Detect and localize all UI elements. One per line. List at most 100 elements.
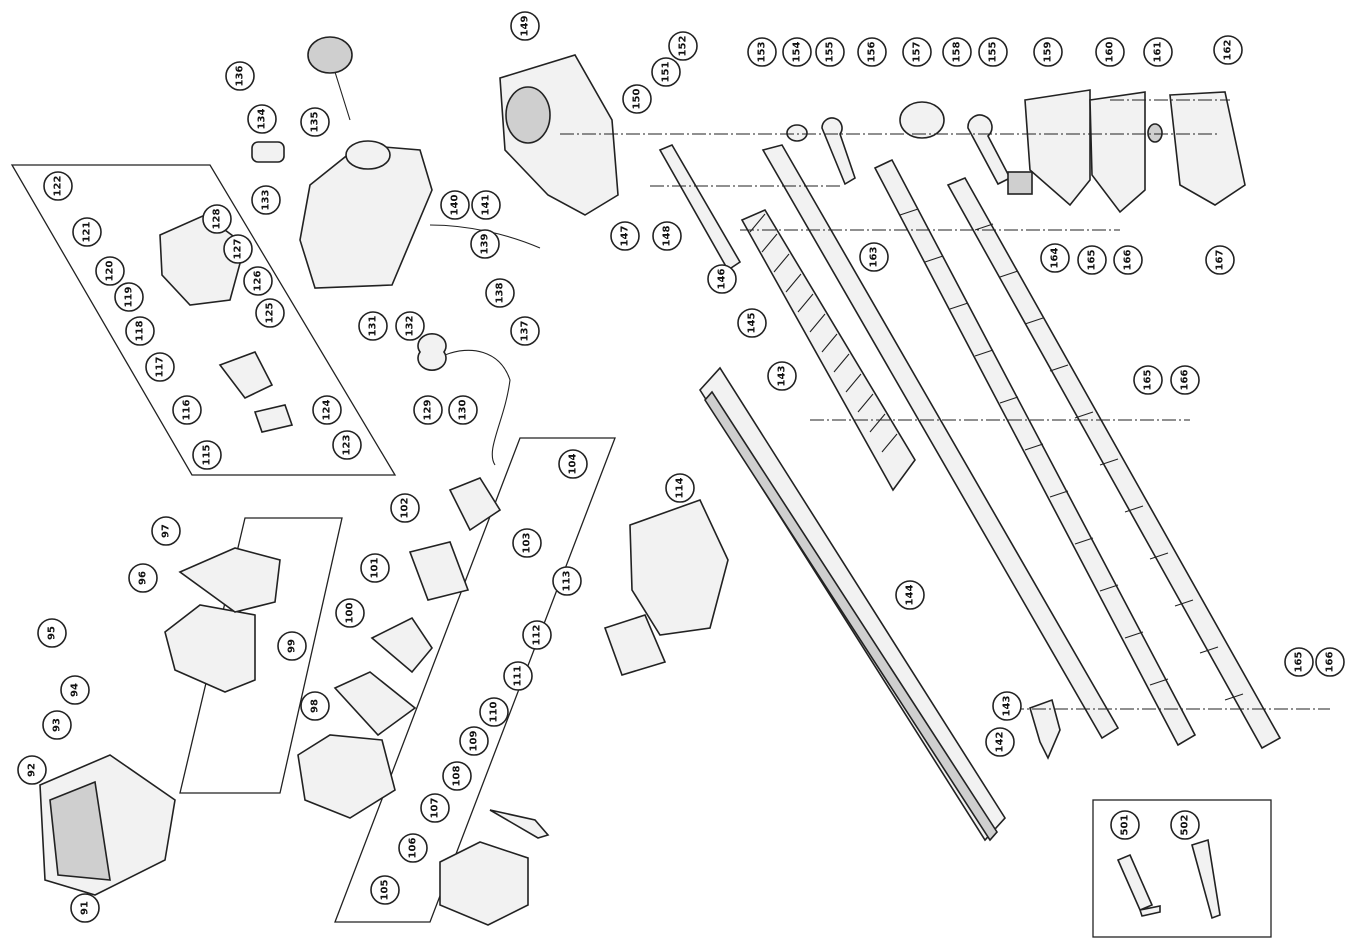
callout-balloon (72, 217, 102, 247)
callout-137: 137 (510, 316, 540, 346)
callout-140: 140 (440, 190, 470, 220)
callout-balloon (1170, 810, 1200, 840)
muffler-gasket-112 (603, 614, 667, 676)
callout-label: 154 (792, 42, 803, 63)
tool-kit (1116, 838, 1221, 920)
callout-balloon (151, 516, 181, 546)
callout-balloon (558, 449, 588, 479)
callout-balloon (857, 37, 887, 67)
callout-balloon (978, 37, 1008, 67)
callout-label: 96 (138, 571, 149, 585)
callout-balloon (42, 710, 72, 740)
callout-100: 100 (335, 598, 365, 628)
callout-balloon (300, 691, 330, 721)
callout-146: 146 (707, 264, 737, 294)
callout-96: 96 (128, 563, 158, 593)
callout-163: 163 (859, 242, 889, 272)
carburetor-bottom-124 (253, 404, 294, 433)
callout-balloon (335, 598, 365, 628)
callout-label: 97 (161, 524, 172, 538)
callout-139: 139 (470, 229, 500, 259)
callout-label: 143 (1002, 696, 1013, 717)
callout-label: 112 (532, 625, 543, 646)
callout-label: 113 (562, 571, 573, 592)
callout-balloon (992, 691, 1022, 721)
callout-balloon (1033, 37, 1063, 67)
callout-104: 104 (558, 449, 588, 479)
lower-blade-2 (946, 176, 1282, 750)
callout-balloon (225, 61, 255, 91)
callout-131: 131 (358, 311, 388, 341)
callout-502: 502 (1170, 810, 1200, 840)
callout-label: 123 (342, 435, 353, 456)
callout-148: 148 (652, 221, 682, 251)
callout-balloon (510, 316, 540, 346)
callout-balloon (668, 31, 698, 61)
upper-guide-rail (761, 144, 1120, 740)
callout-99: 99 (277, 631, 307, 661)
ignition-lead-130 (444, 349, 511, 466)
fuel-cap-136 (307, 36, 353, 74)
callout-balloon (665, 473, 695, 503)
callout-141: 141 (471, 190, 501, 220)
callout-label: 124 (322, 400, 333, 421)
callout-136: 136 (225, 61, 255, 91)
callout-501: 501 (1110, 810, 1140, 840)
callout-balloon (652, 221, 682, 251)
callout-label: 144 (905, 585, 916, 606)
callout-label: 153 (757, 42, 768, 63)
tool-kit-frame (1092, 799, 1272, 938)
axis-lines (560, 99, 1330, 710)
callout-balloon (332, 430, 362, 460)
callout-balloon (1095, 37, 1125, 67)
callout-155: 155 (815, 37, 845, 67)
callout-label: 167 (1215, 250, 1226, 271)
callout-label: 148 (662, 226, 673, 247)
callout-label: 152 (678, 36, 689, 57)
callout-label: 105 (380, 880, 391, 901)
callout-159: 159 (1033, 37, 1063, 67)
callout-117: 117 (145, 352, 175, 382)
callout-134: 134 (247, 104, 277, 134)
callout-label: 106 (408, 838, 419, 859)
spark-cap-129 (417, 333, 447, 371)
callout-label: 108 (452, 766, 463, 787)
callout-balloon (312, 395, 342, 425)
callout-balloon (370, 875, 400, 905)
callout-111: 111 (503, 661, 533, 691)
callout-balloon (223, 234, 253, 264)
callout-label: 103 (522, 533, 533, 554)
gear-case-bore (505, 86, 551, 144)
callout-balloon (459, 726, 489, 756)
callout-label: 110 (489, 702, 500, 723)
callout-balloon (470, 229, 500, 259)
cylinder-shroud-95 (164, 604, 256, 693)
callout-160: 160 (1095, 37, 1125, 67)
callout-balloon (358, 311, 388, 341)
callout-label: 95 (47, 626, 58, 640)
callout-label: 99 (287, 639, 298, 653)
callout-92: 92 (17, 755, 47, 785)
callout-label: 100 (345, 603, 356, 624)
callout-94: 94 (60, 675, 90, 705)
callout-balloon (247, 104, 277, 134)
blade-guide-bar-shadow (704, 390, 998, 842)
callout-label: 117 (155, 357, 166, 378)
callout-128: 128 (202, 204, 232, 234)
callout-balloon (622, 84, 652, 114)
callout-balloon (17, 755, 47, 785)
callout-95: 95 (37, 618, 67, 648)
callout-129: 129 (413, 395, 443, 425)
callout-label: 146 (717, 269, 728, 290)
callout-154: 154 (782, 37, 812, 67)
callout-116: 116 (172, 395, 202, 425)
fuel-system-frame (334, 437, 616, 923)
gear-cover-162 (1169, 91, 1246, 206)
callout-label: 121 (82, 222, 93, 243)
callout-158: 158 (942, 37, 972, 67)
callout-label: 120 (105, 261, 116, 282)
callout-balloon (1040, 243, 1070, 273)
callout-balloon (471, 190, 501, 220)
gear-157 (899, 101, 945, 139)
callout-balloon (114, 282, 144, 312)
